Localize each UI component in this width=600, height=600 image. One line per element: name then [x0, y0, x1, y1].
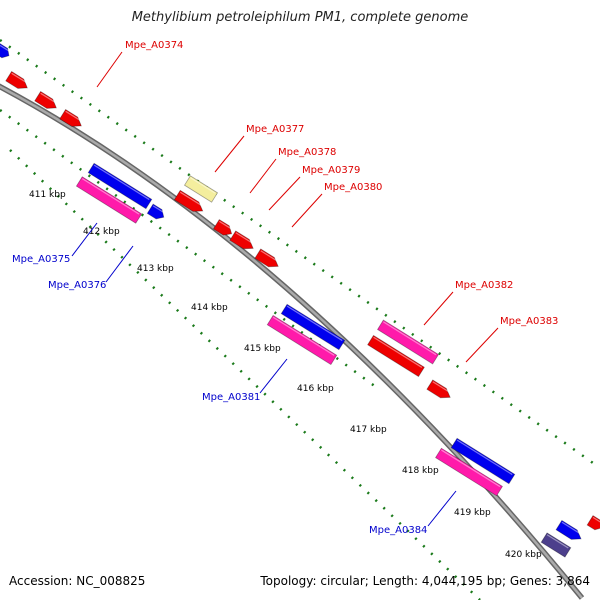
- gene-label-mpe-a0383: Mpe_A0383: [500, 316, 558, 327]
- gene-bar-red-1: [367, 334, 425, 378]
- gene-bar-blue-1: [87, 162, 153, 210]
- gene-label-mpe-a0378: Mpe_A0378: [278, 147, 336, 158]
- gene-arrow-red-1: [5, 70, 29, 89]
- leader-line-mpe-a0382: [423, 291, 454, 326]
- leader-line-mpe-a0379: [268, 176, 301, 211]
- gene-label-mpe-a0374: Mpe_A0374: [125, 40, 183, 51]
- gene-label-mpe-a0377: Mpe_A0377: [246, 124, 304, 135]
- gene-label-mpe-a0384: Mpe_A0384: [369, 525, 427, 536]
- gene-label-mpe-a0381: Mpe_A0381: [202, 392, 260, 403]
- gene-bar-yellow-1: [183, 175, 219, 203]
- tick-label-5: 415 kbp: [244, 344, 281, 354]
- gene-arrow-red-8: [426, 379, 451, 399]
- tick-label-4: 414 kbp: [191, 303, 228, 313]
- tick-label-10: 420 kbp: [505, 550, 542, 560]
- dotted-track-3: [0, 108, 381, 392]
- gene-label-mpe-a0375: Mpe_A0375: [12, 254, 70, 265]
- gene-arrow-red-3: [59, 108, 83, 127]
- gene-label-mpe-a0379: Mpe_A0379: [302, 165, 360, 176]
- gene-arrow-red-2: [34, 90, 58, 109]
- gene-bar-blue-3: [280, 303, 346, 351]
- tick-label-1: 411 kbp: [29, 190, 66, 200]
- leader-line-mpe-a0380: [291, 193, 323, 228]
- gene-arrow-red-7: [254, 248, 279, 268]
- leader-line-mpe-a0376: [105, 245, 134, 283]
- gene-arrow-red-4: [173, 189, 204, 212]
- genome-backbone: [0, 85, 583, 599]
- dotted-track-1: [0, 38, 600, 470]
- map-title: Methylibium petroleiphilum PM1, complete…: [131, 10, 469, 25]
- leader-line-mpe-a0378: [249, 158, 277, 194]
- gene-bar-pink-2: [266, 314, 338, 366]
- gene-bar-pink-3: [376, 319, 440, 365]
- tick-label-2: 412 kbp: [83, 227, 120, 237]
- gene-label-mpe-a0380: Mpe_A0380: [324, 182, 382, 193]
- leader-line-mpe-a0377: [214, 135, 245, 173]
- tick-label-7: 417 kbp: [350, 425, 387, 435]
- gene-arrow-red-6: [229, 230, 254, 250]
- gene-arrow-blue-5: [555, 519, 582, 540]
- gene-bar-dark-1: [540, 532, 572, 558]
- tick-label-3: 413 kbp: [137, 264, 174, 274]
- tick-label-6: 416 kbp: [297, 384, 334, 394]
- gene-arrow-red-9: [586, 515, 600, 531]
- leader-line-mpe-a0375: [71, 222, 98, 257]
- gene-arrow-blue-2: [146, 203, 165, 220]
- gene-bar-pink-4: [435, 447, 503, 497]
- gene-bar-pink-1: [75, 176, 143, 224]
- tick-label-9: 419 kbp: [454, 508, 491, 518]
- accession-text: Accession: NC_008825: [9, 574, 146, 588]
- topology-summary: Topology: circular; Length: 4,044,195 bp…: [260, 574, 590, 588]
- gene-bar-blue-4: [450, 437, 516, 485]
- gene-label-mpe-a0376: Mpe_A0376: [48, 280, 106, 291]
- leader-line-mpe-a0374: [96, 51, 123, 88]
- leader-line-mpe-a0383: [465, 327, 499, 363]
- genome-backbone-shadow: [0, 83, 585, 600]
- gene-label-mpe-a0382: Mpe_A0382: [455, 280, 513, 291]
- leader-line-mpe-a0381: [259, 358, 288, 394]
- gene-arrow-blue-0: [0, 43, 10, 59]
- gene-arrow-red-5: [212, 219, 233, 236]
- leader-line-mpe-a0384: [427, 490, 457, 527]
- tick-label-8: 418 kbp: [402, 466, 439, 476]
